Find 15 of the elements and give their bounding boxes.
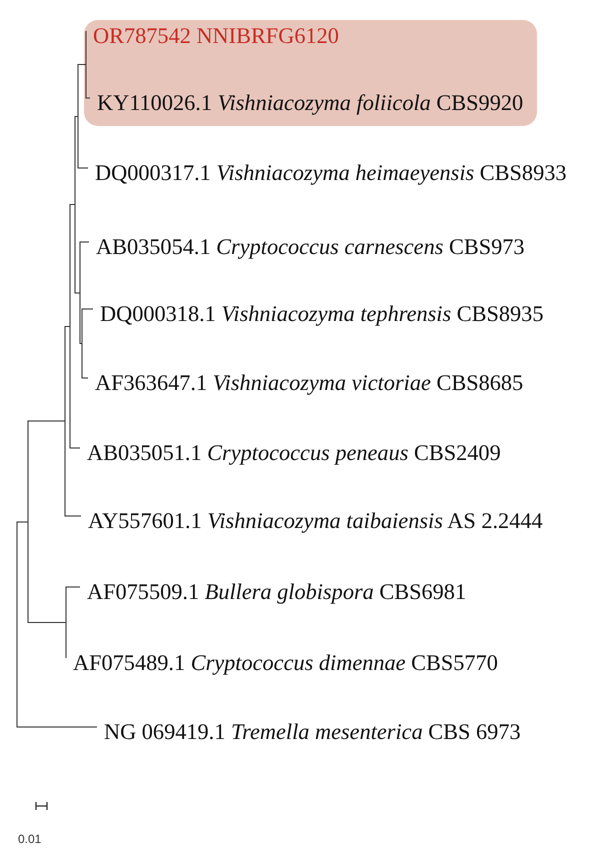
taxon-label: AY557601.1 Vishniacozyma taibaiensis AS 2.2444	[81, 508, 545, 534]
tree-branch	[16, 624, 98, 728]
taxon-label: OR787542 NNIBRFG6120	[86, 23, 341, 49]
taxon-label: AB035051.1 Cryptococcus peneaus CBS2409	[80, 440, 503, 466]
taxon-label: NG 069419.1 Tremella mesenterica CBS 6973	[97, 719, 523, 745]
scale-label: 0.01	[18, 832, 42, 846]
taxon-label: AF075509.1 Bullera globispora CBS6981	[80, 579, 468, 605]
taxon-label: AF075489.1 Cryptococcus dimennae CBS5770	[66, 650, 500, 676]
highlight-box	[84, 20, 537, 126]
taxon-label: AF363647.1 Vishniacozyma victoriae CBS8685	[88, 370, 526, 396]
taxon-label: DQ000317.1 Vishniacozyma heimaeyensis CBS8933	[88, 160, 569, 186]
taxon-label: DQ000318.1 Vishniacozyma tephrensis CBS8935	[93, 301, 546, 327]
tree-branch	[16, 521, 66, 658]
taxon-label: AB035054.1 Cryptococcus carnescens CBS973	[89, 234, 527, 260]
taxon-label: KY110026.1 Vishniacozyma foliicola CBS9920	[90, 90, 526, 116]
